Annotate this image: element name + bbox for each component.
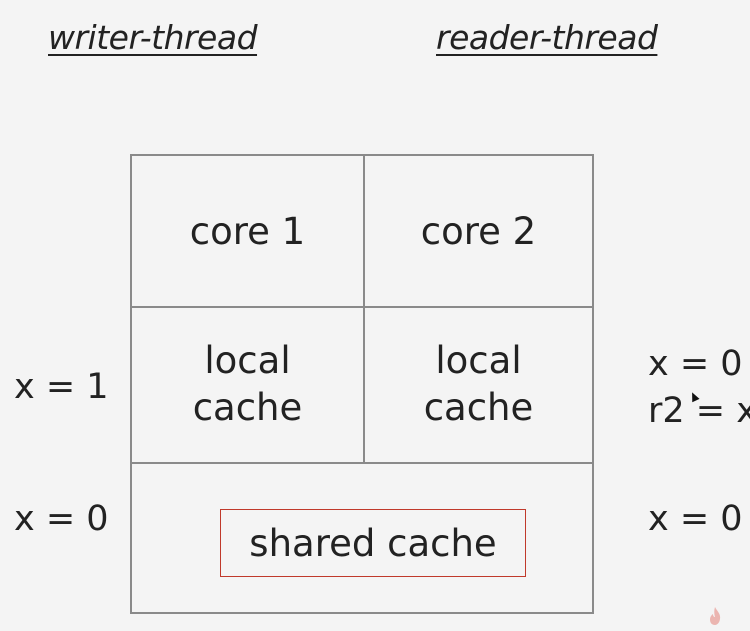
local-cache-2-label: local cache (365, 337, 592, 431)
reader-local-values: x = 0 r2 = x (648, 341, 750, 435)
local-cache-2-line-1: local (435, 339, 522, 382)
divider-cores (363, 156, 365, 464)
shared-cache-box: shared cache (220, 509, 526, 577)
flame-logo-icon (710, 607, 721, 625)
local-cache-1-line-1: local (204, 339, 291, 382)
reader-shared-value: x = 0 (648, 499, 743, 539)
core-1-label: core 1 (189, 210, 306, 253)
writer-local-value: x = 1 (14, 367, 109, 407)
divider-core-row (132, 306, 592, 308)
cpu-diagram: core 1 core 2 local cache local cache sh… (130, 154, 594, 614)
shared-cache-label: shared cache (249, 521, 497, 565)
writer-thread-heading: writer-thread (48, 18, 258, 57)
writer-shared-value: x = 0 (14, 499, 109, 539)
local-cache-1-label: local cache (132, 337, 363, 431)
reader-local-value-2: r2 = x (648, 391, 750, 431)
local-cache-2-line-2: cache (423, 386, 534, 429)
divider-cache-row (132, 462, 592, 464)
core-2-label: core 2 (420, 210, 537, 253)
reader-local-value-1: x = 0 (648, 344, 743, 384)
reader-thread-heading: reader-thread (436, 18, 658, 57)
local-cache-1-line-2: cache (192, 386, 303, 429)
